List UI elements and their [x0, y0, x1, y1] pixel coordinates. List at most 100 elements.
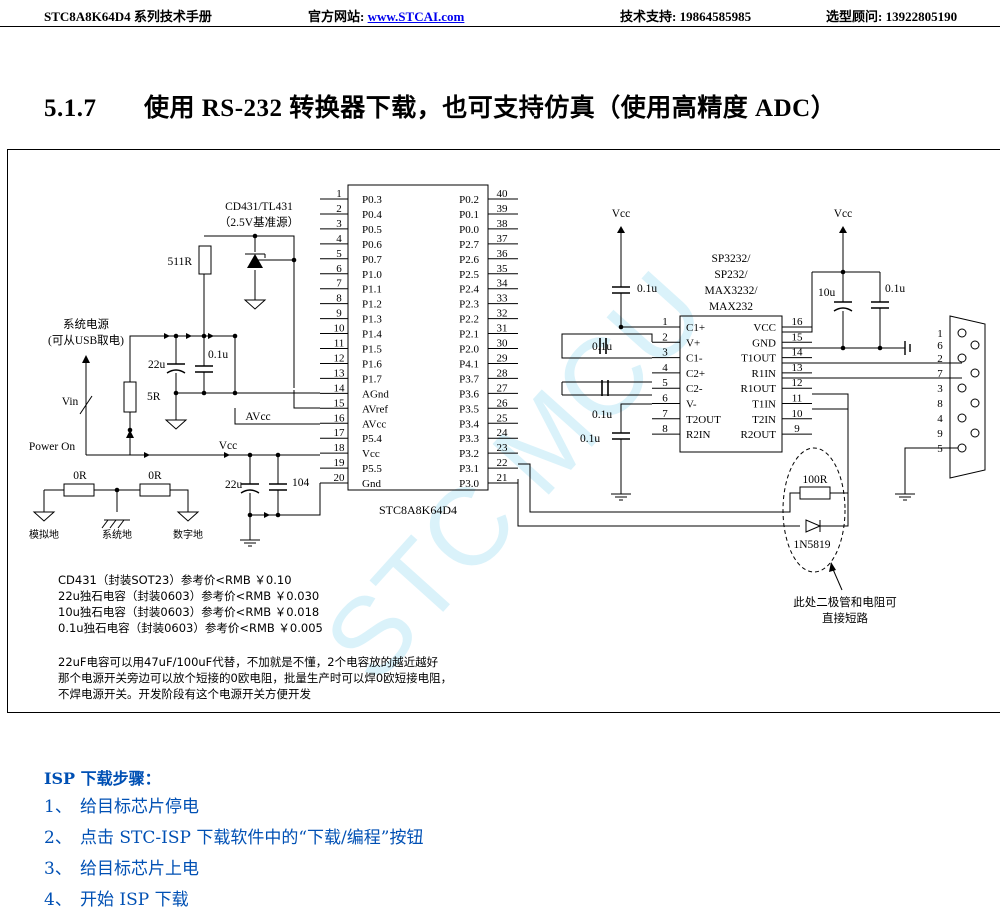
step-item: 2、点击 STC-ISP 下载软件中的“下载/编程”按钮	[44, 826, 423, 857]
pin-number: 6	[662, 393, 668, 405]
pin-number: 25	[497, 412, 509, 424]
price-line: 0.1u独石电容（封装0603）参考价<RMB ￥0.005	[58, 621, 323, 635]
remark-line: 不焊电源开关。开发阶段有这个电源开关方便开发	[58, 687, 311, 701]
pin-name: P2.2	[459, 314, 479, 326]
step-number: 2、	[44, 828, 72, 848]
resistor-label: 0R	[148, 470, 162, 482]
pin-number: 7	[336, 278, 342, 290]
vcc-label: Vcc	[219, 440, 238, 452]
pin-number: 9	[794, 423, 800, 435]
step-text: 给目标芯片上电	[80, 859, 199, 879]
pin-number: 3	[937, 383, 943, 395]
pin-name: Vcc	[362, 448, 380, 460]
resistor-label: 5R	[147, 391, 161, 403]
pin-number: 6	[937, 340, 943, 352]
pin-number: 14	[334, 382, 346, 394]
pin-name: P1.5	[362, 344, 382, 356]
remark-line: 那个电源开关旁边可以放个短接的0欧电阻，批量生产时可以焊0欧短接电阻，	[58, 671, 453, 685]
pin-name: P3.2	[459, 448, 479, 460]
junction-dot	[201, 333, 207, 339]
resistor	[799, 486, 831, 500]
pin-number: 20	[334, 472, 346, 484]
pin-number: 3	[336, 218, 342, 230]
pin-number: 30	[497, 338, 509, 350]
junction-dot	[252, 233, 258, 239]
resistor	[63, 483, 95, 497]
pin-name: AVcc	[362, 418, 386, 430]
pin-name: C1+	[686, 322, 705, 334]
junction-dot	[247, 512, 253, 518]
pin-number: 12	[334, 352, 345, 364]
junction-dot	[840, 269, 846, 275]
pin-name: P0.5	[362, 224, 382, 236]
pin-number: 31	[497, 323, 508, 335]
pin-name: P3.1	[459, 463, 479, 475]
resistor-label: 511R	[168, 256, 193, 268]
wire	[620, 403, 652, 433]
pin-name: C2-	[686, 383, 703, 395]
wire	[561, 333, 653, 359]
vcc-arrow	[617, 226, 625, 233]
pin-name: P3.3	[459, 433, 479, 445]
section-number: 5.1.7	[44, 95, 97, 122]
pin-name: P3.0	[459, 478, 479, 490]
pin-name: R2OUT	[741, 429, 777, 441]
pin-number: 2	[937, 353, 943, 365]
pin-number: 11	[334, 338, 345, 350]
pin-name: Gnd	[362, 478, 381, 490]
pin-name: AGnd	[362, 388, 389, 400]
vcc-label: Vcc	[834, 208, 853, 220]
step-number: 1、	[44, 797, 72, 817]
wire	[129, 335, 204, 382]
pin-number: 9	[937, 428, 943, 440]
vcc-label: Vcc	[612, 208, 631, 220]
capacitor-label: 22u	[225, 479, 243, 491]
pin-number: 4	[662, 362, 668, 374]
pin-number: 2	[662, 331, 668, 343]
resistor-label: 0R	[73, 470, 87, 482]
capacitor-label: 10u	[818, 287, 836, 299]
junction-dot	[275, 512, 281, 518]
pin-name: R2IN	[686, 429, 711, 441]
price-line: 10u独石电容（封装0603）参考价<RMB ￥0.018	[58, 605, 320, 619]
pin-name: R1OUT	[741, 383, 777, 395]
capacitor-label: 0.1u	[637, 283, 657, 295]
pin-name: P1.7	[362, 373, 382, 385]
pin-number: 18	[334, 442, 346, 454]
website-link[interactable]: www.STCAI.com	[367, 9, 465, 24]
wire	[170, 489, 189, 512]
flow-arrow	[164, 333, 170, 339]
pin-number: 40	[497, 188, 509, 200]
wire	[234, 408, 320, 425]
pin-number: 8	[336, 293, 342, 305]
pin-name: P1.6	[362, 358, 382, 370]
pin-number: 36	[497, 248, 509, 260]
pin-name: P5.4	[362, 433, 382, 445]
ic-label: SP232/	[714, 269, 748, 281]
pin-number: 12	[792, 377, 803, 389]
pin-number: 29	[497, 352, 509, 364]
junction-dot	[201, 390, 207, 396]
pin-name: P0.2	[459, 194, 479, 206]
step-number: 4、	[44, 890, 72, 910]
pin-number: 9	[336, 308, 342, 320]
pin-name: P3.4	[459, 418, 479, 430]
pin-number: 10	[792, 408, 804, 420]
db9-pin	[957, 413, 967, 423]
ref-label: CD431/TL431	[225, 201, 293, 213]
pin-number: 5	[937, 443, 943, 455]
db9-pin	[970, 398, 980, 408]
remark-line: 22uF电容可以用47uF/100uF代替，不加就是不懂，2个电容放的越近越好	[58, 655, 439, 669]
db9-pin	[970, 428, 980, 438]
wire	[204, 235, 295, 260]
pin-name: P0.4	[362, 209, 382, 221]
pin-number: 5	[662, 377, 668, 389]
pin-number: 4	[937, 413, 943, 425]
pin-name: P2.7	[459, 239, 479, 251]
pin-name: T2OUT	[686, 414, 721, 426]
pin-number: 7	[662, 408, 668, 420]
ground-label: 系统地	[102, 528, 132, 541]
resistor	[198, 245, 212, 275]
short-note: 此处二极管和电阻可	[793, 595, 897, 609]
pin-number: 1	[662, 316, 668, 328]
